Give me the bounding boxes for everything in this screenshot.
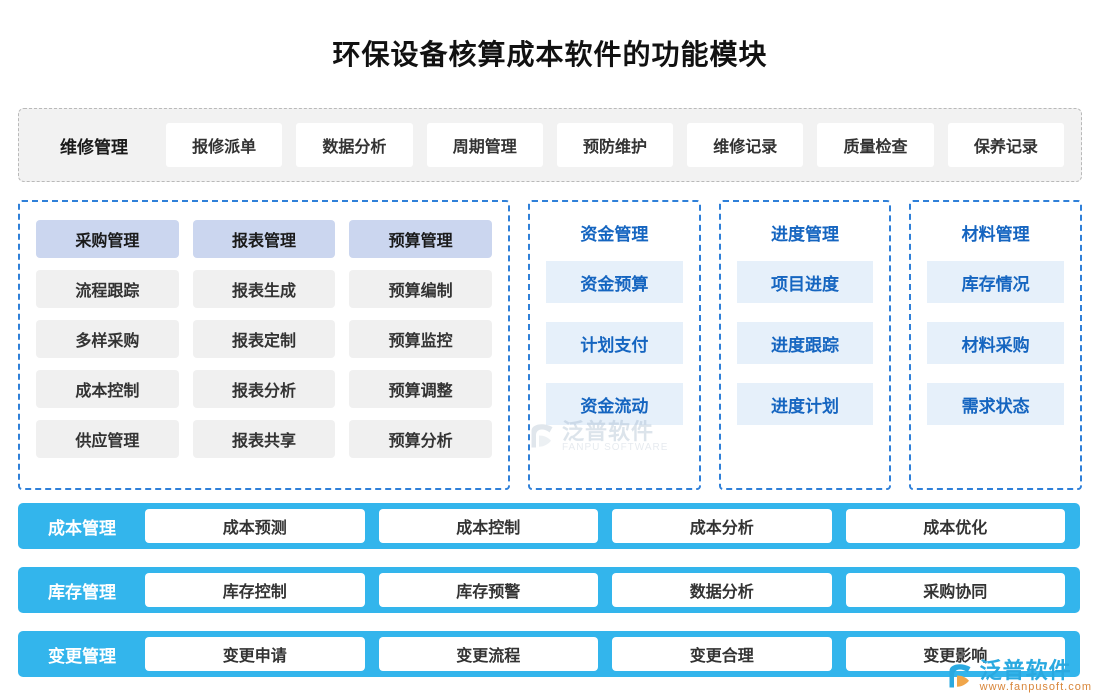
bar-item-bianglengliucheng[interactable]: 变更流程	[378, 637, 598, 671]
cell-kucunqingkuang[interactable]: 库存情况	[927, 261, 1065, 303]
watermark-corner-sub: www.fanpusoft.com	[979, 681, 1092, 694]
module-panel-row: 采购管理 流程跟踪 多样采购 成本控制 供应管理 报表管理 报表生成 报表定制 …	[18, 200, 1083, 490]
panel-procurement-report-budget: 采购管理 流程跟踪 多样采购 成本控制 供应管理 报表管理 报表生成 报表定制 …	[18, 200, 510, 490]
panel-title-zijinguanli: 资金管理	[580, 225, 649, 244]
cell-xuqiuzhuangtai[interactable]: 需求状态	[927, 383, 1065, 425]
panel-list-fund: 资金预算 计划支付 资金流动	[546, 261, 683, 425]
panel-progress-management: 进度管理 项目进度 进度跟踪 进度计划	[718, 200, 892, 490]
cell-jihuazhifu[interactable]: 计划支付	[546, 322, 683, 364]
cell-yusuanfenxi[interactable]: 预算分析	[349, 420, 493, 458]
bar-item-bianggengyingxiang[interactable]: 变更影响	[845, 637, 1065, 671]
bar-item-kucunyujing[interactable]: 库存预警	[378, 573, 598, 607]
panel-list-material: 库存情况 材料采购 需求状态	[927, 261, 1065, 425]
strip-item-shujufenxi[interactable]: 数据分析	[296, 123, 413, 167]
page-title: 环保设备核算成本软件的功能模块	[332, 39, 768, 70]
cell-zijinyusuan[interactable]: 资金预算	[546, 261, 683, 303]
panel-list-progress: 项目进度 进度跟踪 进度计划	[736, 261, 874, 425]
cell-yusuantiaozheng[interactable]: 预算调整	[349, 370, 493, 408]
bar-item-biangengshenqing[interactable]: 变更申请	[145, 637, 365, 671]
strip-item-baoxiupaidan[interactable]: 报修派单	[166, 123, 283, 167]
column-procurement: 采购管理 流程跟踪 多样采购 成本控制 供应管理	[36, 220, 179, 470]
cell-yusuanjiankong[interactable]: 预算监控	[349, 320, 493, 358]
cell-chengbenkongzhi[interactable]: 成本控制	[36, 370, 179, 408]
maintenance-strip: 维修管理 报修派单 数据分析 周期管理 预防维护 维修记录 质量检查 保养记录	[18, 108, 1082, 182]
strip-item-yufangweihu[interactable]: 预防维护	[556, 123, 674, 167]
bar-cost-management: 成本管理 成本预测 成本控制 成本分析 成本优化	[18, 503, 1080, 549]
bar-item-bianggengheli[interactable]: 变更合理	[612, 637, 832, 671]
column-report: 报表管理 报表生成 报表定制 报表分析 报表共享	[192, 220, 336, 470]
strip-item-baoyangjilu[interactable]: 保养记录	[947, 123, 1064, 167]
bar-item-chengbenkongzhi[interactable]: 成本控制	[378, 509, 598, 543]
cell-jindujihua[interactable]: 进度计划	[736, 383, 874, 425]
bar-head-chengbenguanli: 成本管理	[48, 518, 116, 538]
cell-yusuanbianzhi[interactable]: 预算编制	[349, 270, 493, 308]
cell-gongyingguanli[interactable]: 供应管理	[36, 420, 179, 458]
panel-title-cailiaoguanli: 材料管理	[961, 225, 1030, 244]
column-budget: 预算管理 预算编制 预算监控 预算调整 预算分析	[349, 220, 493, 470]
strip-item-zhiliangjiancha[interactable]: 质量检查	[817, 123, 934, 167]
bar-inventory-management: 库存管理 库存控制 库存预警 数据分析 采购协同	[18, 567, 1080, 613]
bar-item-shujufenxi[interactable]: 数据分析	[612, 573, 832, 607]
column-head-yusuanguanli[interactable]: 预算管理	[349, 220, 493, 258]
panel-title-jinduguanli: 进度管理	[771, 225, 839, 244]
strip-head-label: 维修管理	[60, 137, 128, 157]
column-head-baobiaoguanli[interactable]: 报表管理	[192, 220, 336, 258]
cell-baobiaoshengcheng[interactable]: 报表生成	[192, 270, 336, 308]
cell-zijinliudong[interactable]: 资金流动	[546, 383, 683, 425]
bar-item-chengbenyuce[interactable]: 成本预测	[145, 509, 365, 543]
bar-change-management: 变更管理 变更申请 变更流程 变更合理 变更影响	[18, 631, 1080, 677]
bar-item-chengbenfenxi[interactable]: 成本分析	[612, 509, 832, 543]
cell-baobiaofenxi[interactable]: 报表分析	[192, 370, 336, 408]
strip-item-weixiujilu[interactable]: 维修记录	[687, 123, 804, 167]
column-head-caigouguanli[interactable]: 采购管理	[36, 220, 179, 258]
bar-item-caigouxietong[interactable]: 采购协同	[845, 573, 1065, 607]
strip-item-zhouqiguanli[interactable]: 周期管理	[426, 123, 543, 167]
cell-jindugenzong[interactable]: 进度跟踪	[736, 322, 874, 364]
panel-material-management: 材料管理 库存情况 材料采购 需求状态	[909, 200, 1083, 490]
panel-fund-management: 资金管理 资金预算 计划支付 资金流动	[528, 200, 701, 490]
bar-item-chengbenyouhua[interactable]: 成本优化	[845, 509, 1065, 543]
bar-head-biangengguanli: 变更管理	[48, 646, 116, 666]
cell-baobiaogongxiang[interactable]: 报表共享	[192, 420, 336, 458]
cell-liuchenggenzong[interactable]: 流程跟踪	[36, 270, 179, 308]
bar-head-kucunguanli: 库存管理	[48, 582, 116, 602]
cell-xiangmujindu[interactable]: 项目进度	[736, 261, 874, 303]
cell-duoyangcaigou[interactable]: 多样采购	[36, 320, 179, 358]
bar-item-kucunkongzhi[interactable]: 库存控制	[145, 573, 365, 607]
cell-baobiaodingzhi[interactable]: 报表定制	[192, 320, 336, 358]
cell-cailiaocaigou[interactable]: 材料采购	[927, 322, 1065, 364]
